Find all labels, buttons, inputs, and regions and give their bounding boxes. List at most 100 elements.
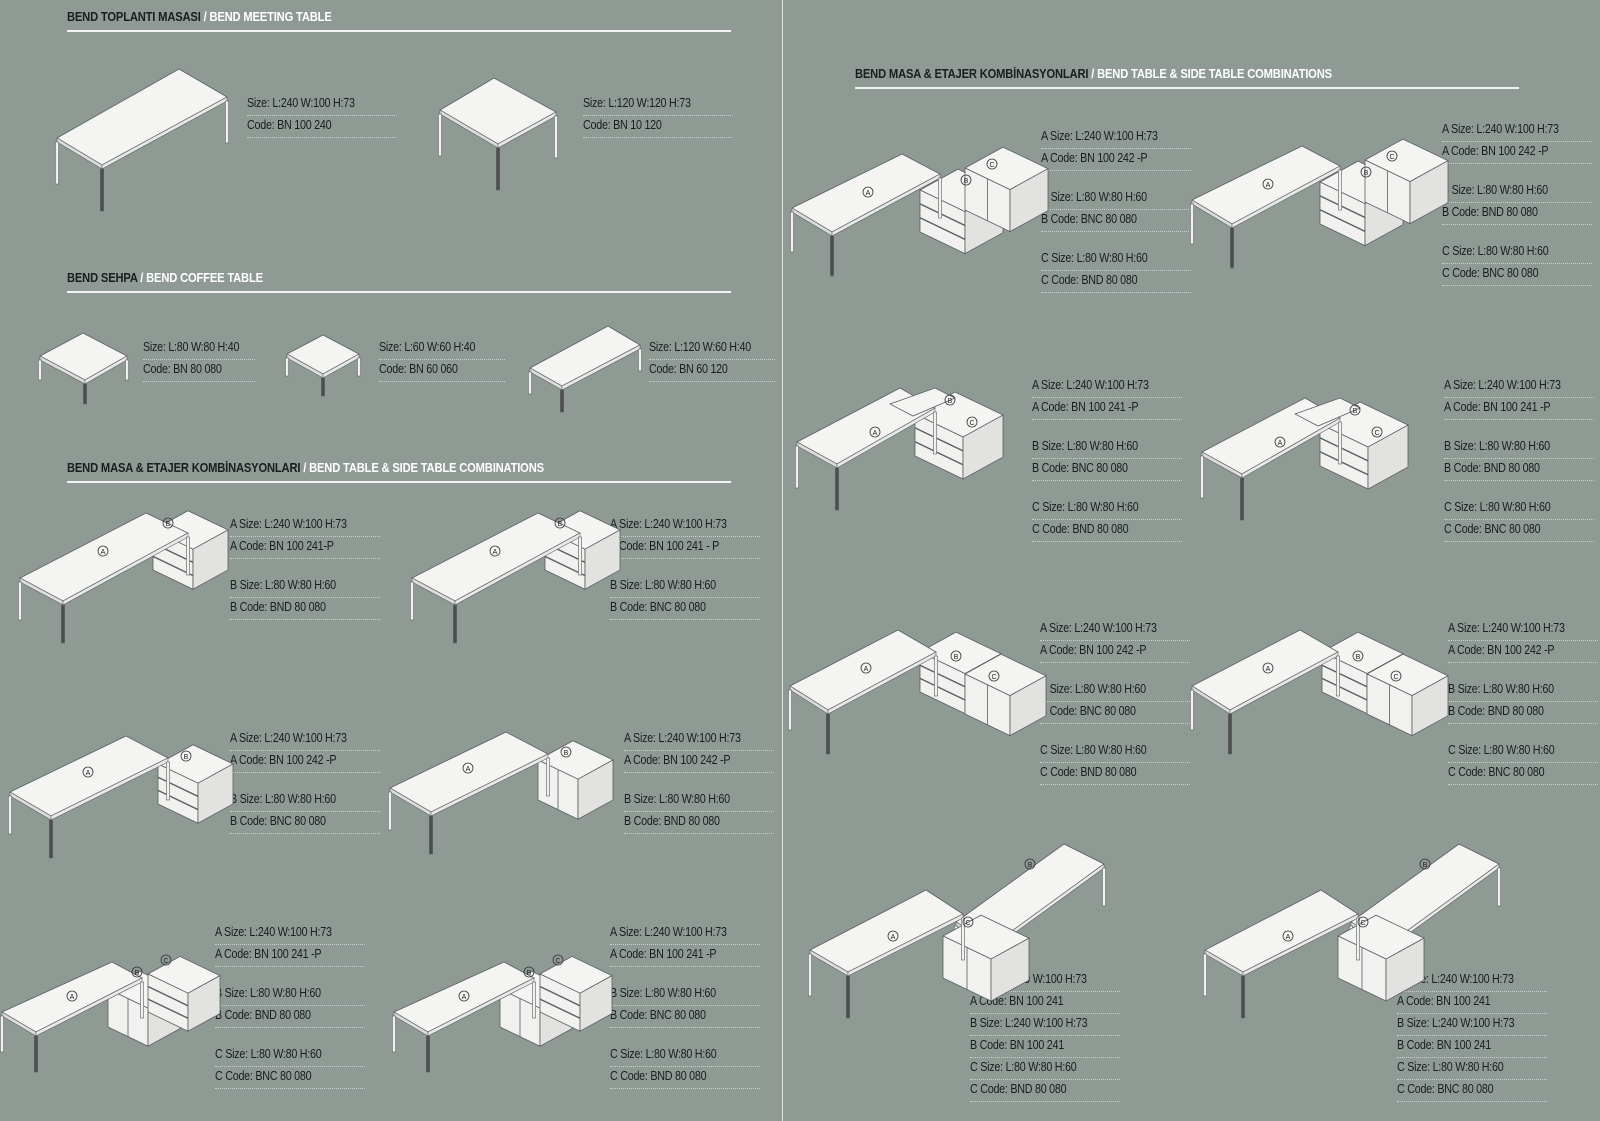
spec-line: Code: BN 80 080 xyxy=(143,360,255,382)
spec-text: B Size: L:80 W:80 H:60 xyxy=(610,986,716,1000)
spec-text: B Code: BND 80 080 xyxy=(1448,704,1544,718)
spec-line: Code: BN 60 060 xyxy=(379,360,505,382)
spec-line: C Code: BND 80 080 xyxy=(610,1067,760,1089)
part-tag: A xyxy=(1266,666,1271,673)
spec-text: A Code: BN 100 242 -P xyxy=(1041,151,1148,165)
section-title-combos-right: BEND MASA & ETAJER KOMBİNASYONLARI / BEN… xyxy=(855,66,1332,81)
spec-text: A Code: BN 100 242 -P xyxy=(624,753,731,767)
section-title-en: BEND COFFEE TABLE xyxy=(146,270,263,285)
spec-line: A Code: BN 100 241 -P xyxy=(1032,398,1182,420)
part-tag: B xyxy=(948,398,953,405)
spec-text: A Code: BN 100 242 -P xyxy=(1442,144,1549,158)
part-tag: C xyxy=(991,674,996,681)
page-divider xyxy=(782,0,783,1121)
spec-text: A Size: L:240 W:100 H:73 xyxy=(610,517,727,531)
spec-line: B Code: BND 80 080 xyxy=(1444,459,1594,481)
spec-line: A Size: L:240 W:100 H:73 xyxy=(1397,970,1547,992)
part-tag: A xyxy=(1286,934,1291,941)
spec-line: C Size: L:80 W:80 H:60 xyxy=(1040,741,1190,763)
spec-line: B Code: BNC 80 080 xyxy=(1032,459,1182,481)
spec-text: B Code: BNC 80 080 xyxy=(1032,461,1128,475)
part-tag: C xyxy=(1393,674,1398,681)
section-title-tr: BEND MASA & ETAJER KOMBİNASYONLARI xyxy=(67,460,301,475)
coffee-table-120-illustration xyxy=(528,325,642,413)
part-tag: A xyxy=(462,994,467,1001)
section-title-tr: BEND MASA & ETAJER KOMBİNASYONLARI xyxy=(855,66,1089,81)
spec-line: B Code: BND 80 080 xyxy=(1448,702,1598,724)
spec-line: C Size: L:80 W:80 H:60 xyxy=(970,1058,1120,1080)
spec-text: A Size: L:240 W:100 H:73 xyxy=(230,731,347,745)
spec-line: B Size: L:80 W:80 H:60 xyxy=(1041,188,1191,210)
spec-line: A Code: BN 100 241-P xyxy=(230,537,380,559)
spec-text: Code: BN 100 240 xyxy=(247,118,332,132)
spec-line: A Size: L:240 W:100 H:73 xyxy=(230,729,380,751)
spec-block: A Size: L:240 W:100 H:73 A Code: BN 100 2… xyxy=(215,923,365,1089)
part-tag: A xyxy=(873,430,878,437)
spec-line: B Code: BND 80 080 xyxy=(215,1006,365,1028)
spec-text: B Code: BND 80 080 xyxy=(215,1008,311,1022)
coffee-table-80-illustration xyxy=(38,332,129,405)
combo-illustration-5: ABC xyxy=(0,954,221,1073)
spec-text: B Code: BND 80 080 xyxy=(624,814,720,828)
part-tag: A xyxy=(866,190,871,197)
section-rule xyxy=(67,481,731,483)
spec-line: B Code: BND 80 080 xyxy=(1442,203,1592,225)
spec-line: B Size: L:80 W:80 H:60 xyxy=(610,984,760,1006)
spec-text: C Size: L:80 W:80 H:60 xyxy=(1397,1060,1504,1074)
spec-line: C Code: BNC 80 080 xyxy=(1397,1080,1547,1102)
part-tag: B xyxy=(135,970,140,977)
spec-line: A Code: BN 100 242 -P xyxy=(1442,142,1592,164)
spec-text: Size: L:240 W:100 H:73 xyxy=(247,96,355,110)
spec-line: A Code: BN 100 242 -P xyxy=(1041,149,1191,171)
section-title-tr: BEND TOPLANTI MASASI xyxy=(67,9,201,24)
spec-line: A Size: L:240 W:100 H:73 xyxy=(215,923,365,945)
part-tag: A xyxy=(891,934,896,941)
spec-line: B Size: L:80 W:80 H:60 xyxy=(624,790,774,812)
spec-line: A Code: BN 100 241 xyxy=(1397,992,1547,1014)
spec-text: C Code: BNC 80 080 xyxy=(1444,522,1541,536)
spec-line: C Size: L:80 W:80 H:60 xyxy=(215,1045,365,1067)
part-tag: A xyxy=(864,666,869,673)
spec-text: A Code: BN 100 242 -P xyxy=(1040,643,1147,657)
section-title-en: BEND MEETING TABLE xyxy=(209,9,332,24)
spec-line: A Size: L:240 W:100 H:73 xyxy=(1032,376,1182,398)
spec-line: B Size: L:80 W:80 H:60 xyxy=(1444,437,1594,459)
section-rule xyxy=(67,291,731,293)
part-tag: C xyxy=(163,958,168,965)
spec-text: A Size: L:240 W:100 H:73 xyxy=(1444,378,1561,392)
section-title-tr: BEND SEHPA xyxy=(67,270,138,285)
section-title-coffee: BEND SEHPA / BEND COFFEE TABLE xyxy=(67,270,263,285)
spec-text: B Size: L:80 W:80 H:60 xyxy=(1442,183,1548,197)
section-title-combos-left: BEND MASA & ETAJER KOMBİNASYONLARI / BEN… xyxy=(67,460,544,475)
spec-text: C Code: BNC 80 080 xyxy=(1397,1082,1494,1096)
spec-text: A Code: BN 100 241 -P xyxy=(215,947,322,961)
spec-line: A Code: BN 100 242 -P xyxy=(624,751,774,773)
part-tag: B xyxy=(166,521,171,528)
spec-line: B Code: BN 100 241 xyxy=(970,1036,1120,1058)
spec-line: A Size: L:240 W:100 H:73 xyxy=(1041,127,1191,149)
spec-text: B Size: L:80 W:80 H:60 xyxy=(1444,439,1550,453)
part-tag: B xyxy=(1356,654,1361,661)
spec-line: B Size: L:80 W:80 H:60 xyxy=(1442,181,1592,203)
spec-text: C Code: BND 80 080 xyxy=(610,1069,707,1083)
part-tag: B xyxy=(558,521,563,528)
combo-illustration-1: AB xyxy=(18,510,229,644)
spec-text: B Code: BNC 80 080 xyxy=(1040,704,1136,718)
part-tag: A xyxy=(101,549,106,556)
part-tag: B xyxy=(1364,170,1369,177)
spec-line: B Size: L:80 W:80 H:60 xyxy=(230,576,380,598)
part-tag: C xyxy=(965,920,970,927)
spec-text: A Size: L:240 W:100 H:73 xyxy=(610,925,727,939)
spec-text: A Code: BN 100 242 -P xyxy=(230,753,337,767)
